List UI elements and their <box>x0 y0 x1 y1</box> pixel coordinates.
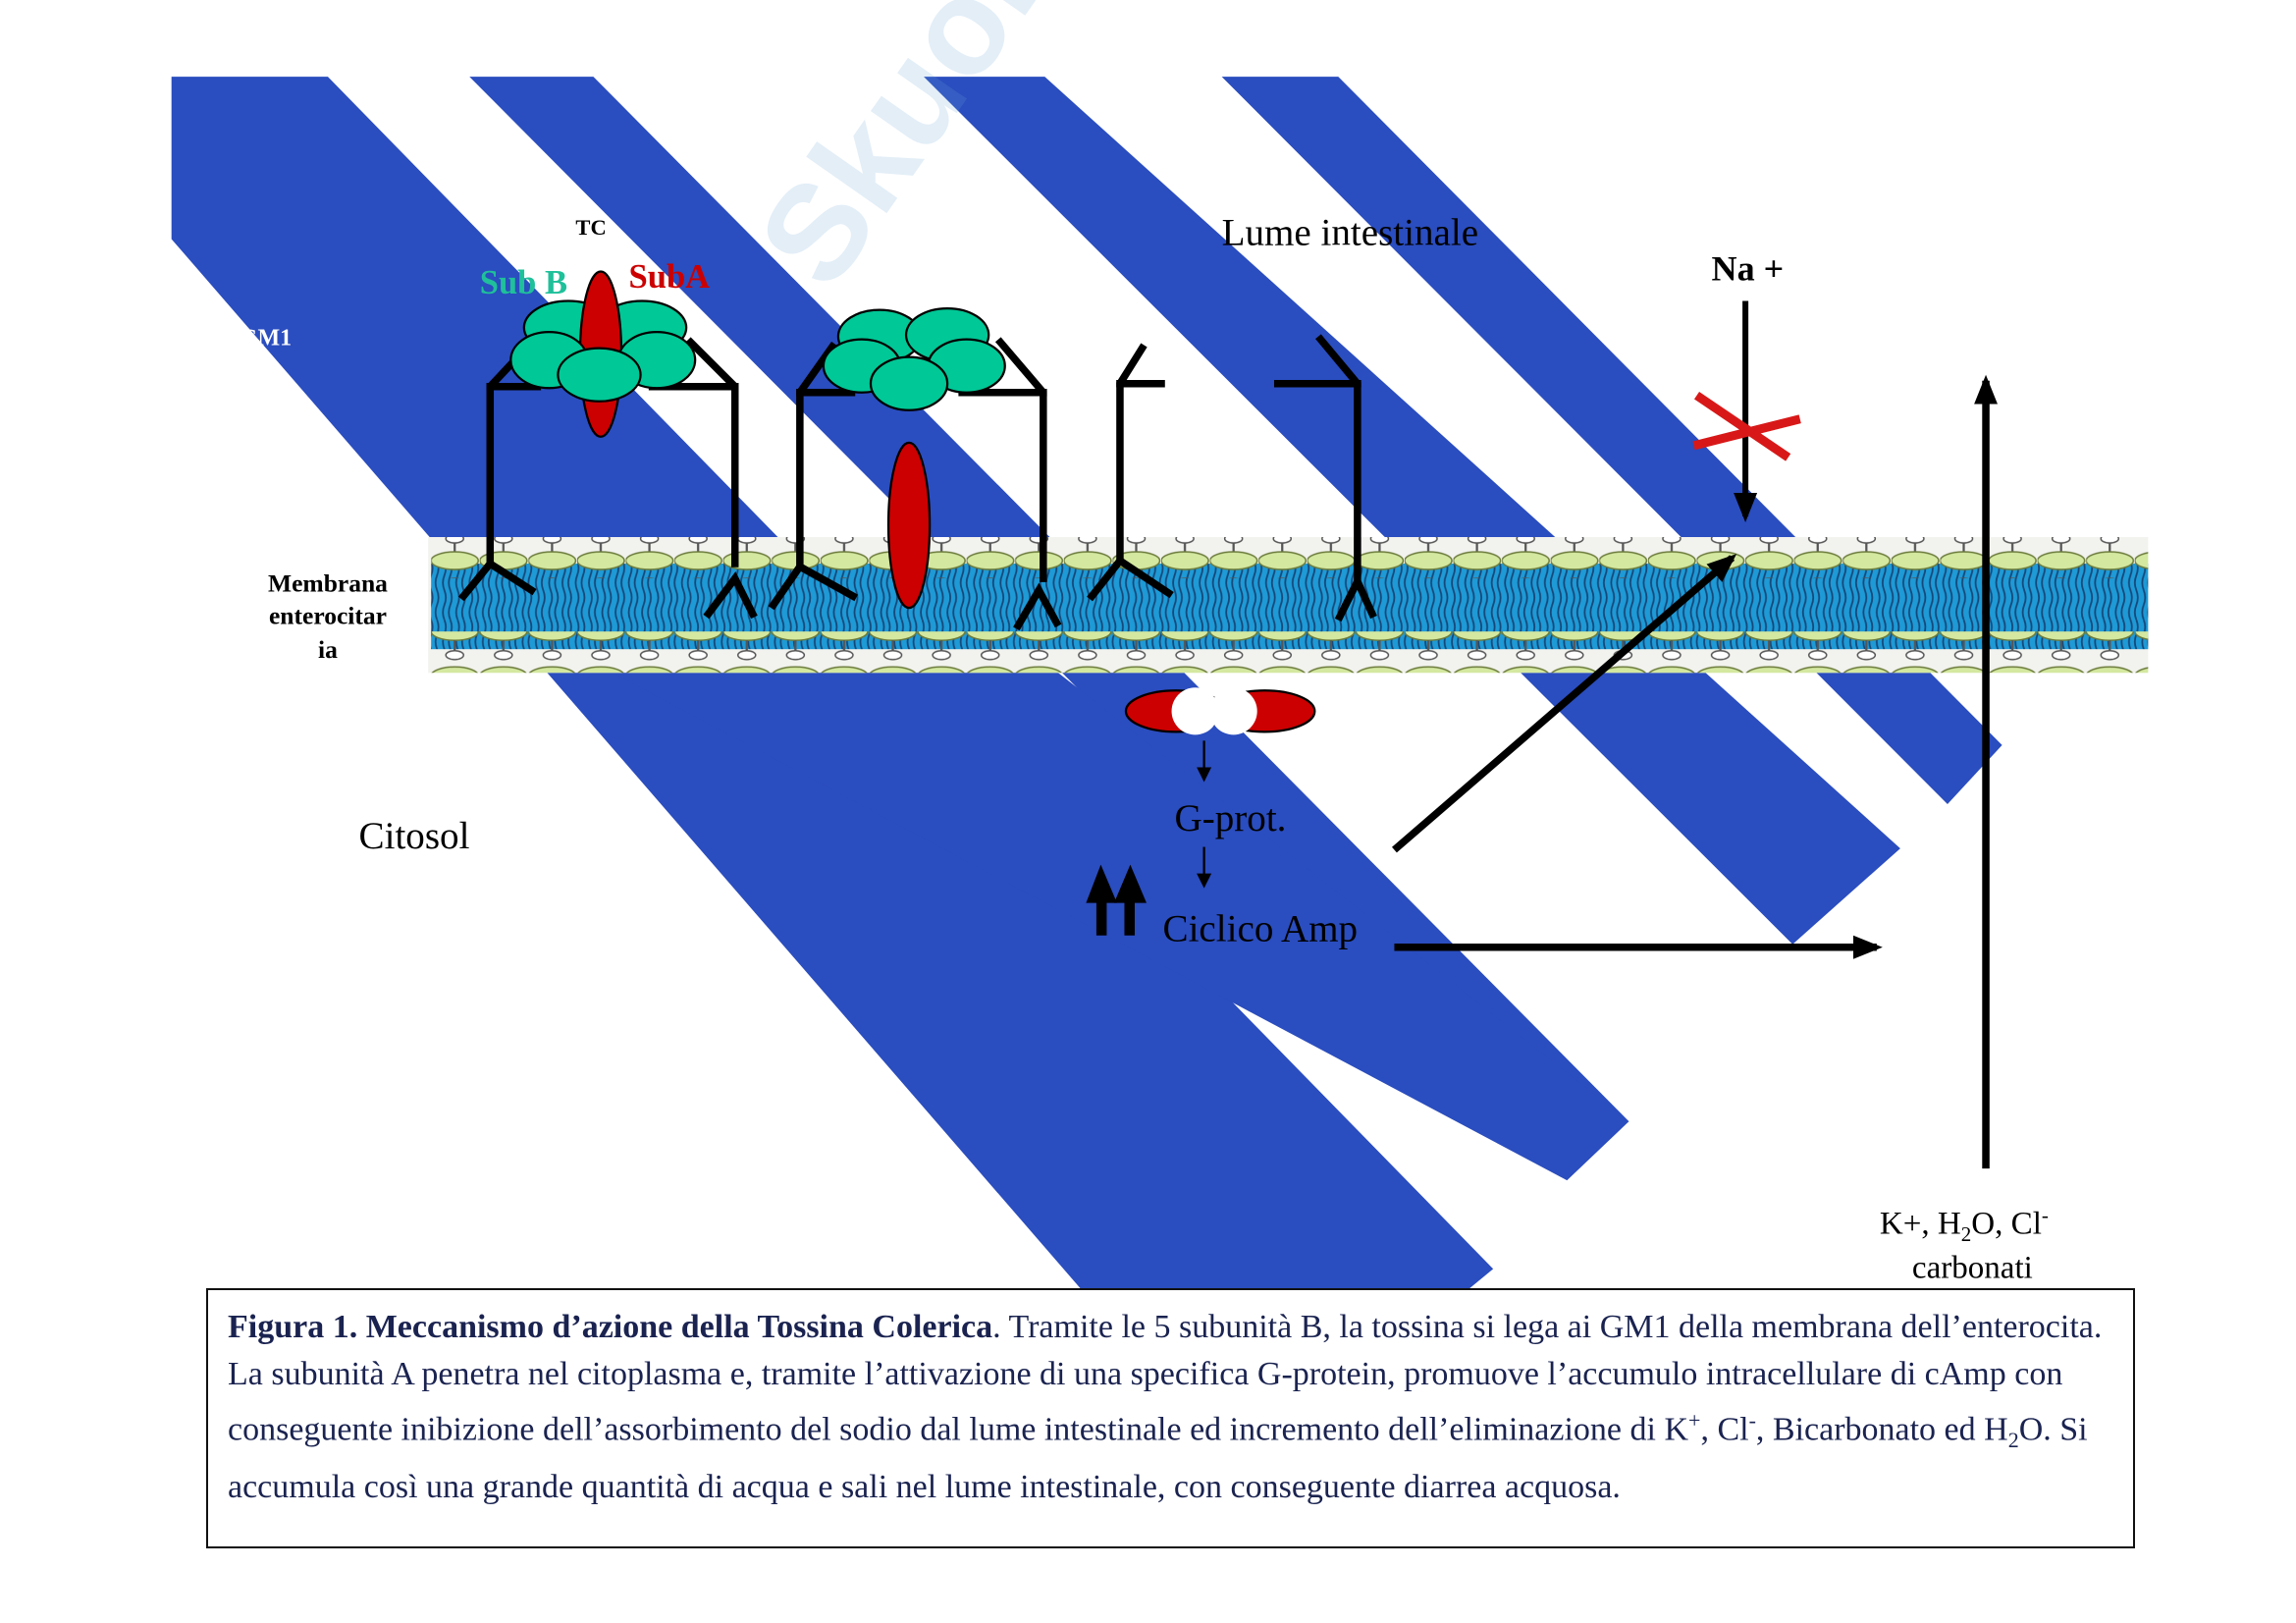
label-ions: K+, H2O, Cl- <box>1880 1203 2049 1246</box>
figure-caption: Figura 1. Meccanismo d’azione della Toss… <box>206 1288 2135 1548</box>
label-ciclico-amp: Ciclico Amp <box>1163 908 1359 950</box>
label-sub-a: SubA <box>629 258 711 296</box>
toxin-complex-1 <box>509 270 697 438</box>
subunit-a-internalized <box>886 441 932 610</box>
caption-title: Figura 1. Meccanismo d’azione della Toss… <box>228 1309 993 1345</box>
gm1-receptor-1 <box>457 334 758 620</box>
increase-icon <box>1086 864 1147 936</box>
subunit-b <box>869 355 949 411</box>
toxin-complex-2 <box>822 306 1006 610</box>
label-citosol: Citosol <box>359 815 470 857</box>
label-carbonati: carbonati <box>1912 1250 2033 1285</box>
caption-text-1: . Tramite le 5 subunità B, la tossina si… <box>228 1309 2103 1448</box>
receptors <box>457 334 1377 631</box>
membrane-bilayer <box>428 536 2149 674</box>
subunit-a-split <box>1124 687 1316 735</box>
label-membrana-line2: enterocitar <box>269 602 387 630</box>
subunit-b <box>557 347 642 403</box>
stripe-3 <box>924 77 1900 945</box>
label-membrana-line3: ia <box>318 635 338 664</box>
arrow-camp-to-na <box>1391 554 1737 853</box>
label-lume-intestinale: Lume intestinale <box>1222 211 1478 253</box>
gm1-receptor-3 <box>1087 343 1174 602</box>
label-sub-b: Sub B <box>480 264 567 301</box>
label-gm1: GM1 <box>240 326 292 352</box>
stripe-2-lower <box>590 661 1629 1181</box>
inhibition-x-icon <box>1692 391 1801 461</box>
label-membrana-line1: Membrana <box>268 569 388 598</box>
label-na: Na + <box>1712 249 1785 289</box>
label-tc: TC <box>575 215 606 240</box>
gm1-receptor-4 <box>1273 334 1377 622</box>
label-membrana: Membrana enterocitar ia <box>268 569 388 665</box>
caption-text-4: O. Si accumula così una grande quantità … <box>228 1411 2088 1505</box>
label-gprot: G-prot. <box>1175 797 1287 839</box>
